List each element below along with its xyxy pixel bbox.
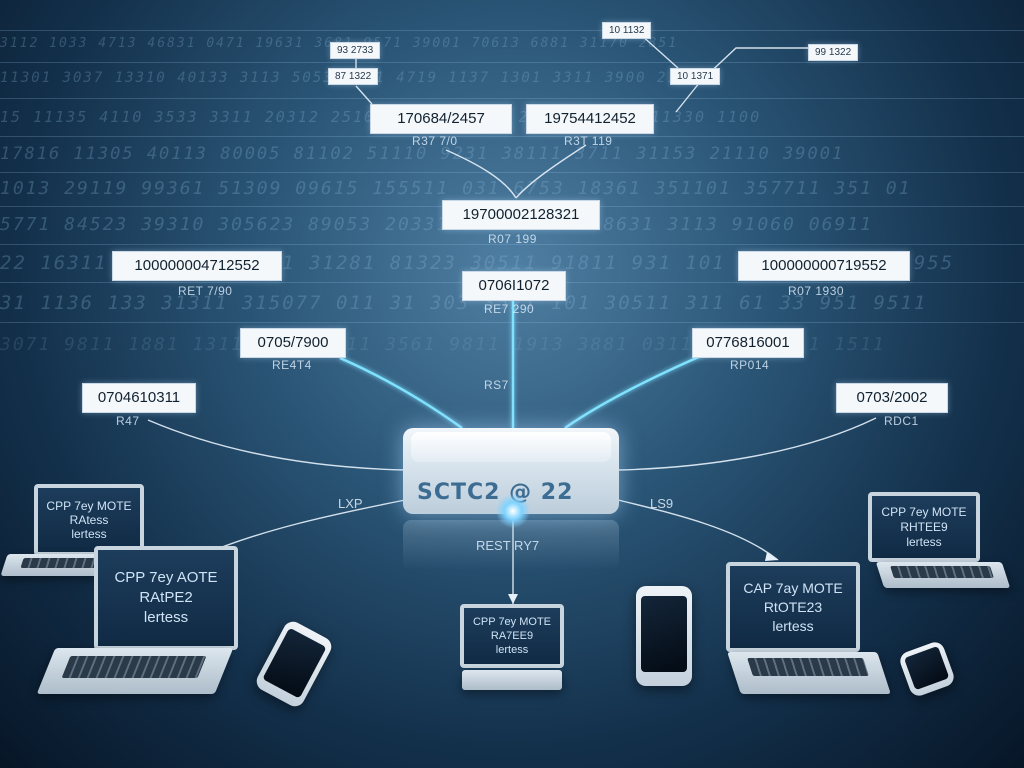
laptop-screen: CPP 7ey MOTE RHTEE9 lertess xyxy=(868,492,980,562)
screen-line-2: RA7EE9 xyxy=(490,630,534,642)
sub-center-top: R07 199 xyxy=(488,232,537,246)
laptop-screen: CPP 7ey MOTE RAtess lertess xyxy=(34,484,144,556)
laptop-keyboard xyxy=(890,566,994,578)
grid-line xyxy=(0,172,1024,173)
arrow-right-device xyxy=(765,552,778,561)
screen-line-1: CPP 7ey MOTE xyxy=(881,504,967,519)
screen-line-1: CPP 7ey AOTE xyxy=(114,569,218,586)
screen-line-2: RHTEE9 xyxy=(900,519,948,534)
laptop-base xyxy=(462,670,562,690)
link-top-left-small xyxy=(355,85,373,105)
screen-line-3: lertess xyxy=(772,617,814,634)
router-sub-label: REST RY7 xyxy=(476,538,540,553)
sub-center-mid: RE7 290 xyxy=(484,302,535,316)
sub-right-low: RDC1 xyxy=(884,414,919,428)
router-status-light xyxy=(496,494,530,528)
router-top-panel xyxy=(411,432,611,462)
label-right-mid: 0776816001 xyxy=(692,328,804,358)
link-left-low xyxy=(147,419,406,471)
router-label: SCTC2 @ 22 xyxy=(417,480,574,505)
sub-left-low: R47 xyxy=(116,414,140,428)
screen-line-2: RAtess xyxy=(69,513,109,527)
sub-right-top: R07 1930 xyxy=(788,284,845,298)
router-reflection xyxy=(403,520,619,570)
screen-line-3: lertess xyxy=(143,609,189,626)
label-top-small-5: 99 1322 xyxy=(808,44,859,61)
screen-line-2: RtOTE23 xyxy=(763,598,823,615)
link-left-mid-router xyxy=(339,356,463,429)
laptop-center: CPP 7ey MOTE RA7EE9 lertess xyxy=(460,604,566,696)
sub-left-mid: RE4T4 xyxy=(272,358,312,372)
label-center-top: 19700002128321 xyxy=(442,200,600,230)
label-left-top: 100000004712552 xyxy=(112,251,282,281)
laptop-left-back: CPP 7ey MOTE RAtess lertess xyxy=(0,484,148,594)
arrow-center-device xyxy=(508,594,518,604)
grid-line xyxy=(0,98,1024,99)
label-center-mid: 0706I1072 xyxy=(462,271,566,301)
link-right-low xyxy=(617,417,877,471)
label-top-small-1: 93 2733 xyxy=(330,42,381,59)
background-digits: 3071 9811 1881 1311 3511 2311 3561 9811 … xyxy=(0,334,886,355)
label-right-low: 0703/2002 xyxy=(836,383,948,413)
laptop-keyboard xyxy=(747,658,869,676)
label-top-small-2: 87 1322 xyxy=(328,68,379,85)
label-top-small-4: 10 1371 xyxy=(670,68,721,85)
screen-line-1: CPP 7ey MOTE xyxy=(472,616,552,628)
link-label-right: LS9 xyxy=(650,496,674,511)
link-top-right-down xyxy=(675,81,701,113)
screen-line-3: lertess xyxy=(906,534,942,549)
screen-line-2: RAtPE2 xyxy=(139,589,193,606)
label-mid-left-top: 170684/2457 xyxy=(370,104,512,134)
link-mid-right-center xyxy=(515,144,587,199)
grid-line xyxy=(0,136,1024,137)
laptop-right-front: CAP 7ay MOTE RtOTE23 lertess xyxy=(726,562,891,702)
network-router: SCTC2 @ 22 xyxy=(403,428,619,514)
label-right-top: 100000000719552 xyxy=(738,251,910,281)
sub-mid-right-top: R3T 119 xyxy=(564,134,613,148)
background-digits: 31 1136 133 31311 315077 011 31 303 3521… xyxy=(0,292,928,314)
smartphone-center xyxy=(636,586,692,686)
background-digits: 1013 29119 99361 51309 09615 155511 031 … xyxy=(0,178,912,199)
background-digits: 5771 84523 39310 305623 89053 20331 9010… xyxy=(0,214,873,235)
sub-mid-left-top: R37 7/0 xyxy=(412,134,458,148)
grid-line xyxy=(0,244,1024,245)
link-mid-left-center xyxy=(445,149,517,199)
screen-line-3: lertess xyxy=(495,644,529,656)
label-left-mid: 0705/7900 xyxy=(240,328,346,358)
laptop-screen: CPP 7ey MOTE RA7EE9 lertess xyxy=(460,604,564,668)
link-right-mid-router xyxy=(564,350,711,429)
phone-screen xyxy=(641,596,687,672)
screen-line-3: lertess xyxy=(71,527,107,541)
label-top-small-3: 10 1132 xyxy=(602,22,652,39)
background-digits: 17816 11305 40113 80005 81102 51110 9231… xyxy=(0,144,845,164)
sub-right-mid: RP014 xyxy=(730,358,770,372)
laptop-keyboard xyxy=(61,656,207,678)
label-mid-right-top: 19754412452 xyxy=(526,104,654,134)
phone-screen xyxy=(903,645,950,691)
laptop-screen: CPP 7ey AOTE RAtPE2 lertess xyxy=(94,546,238,650)
laptop-right-back: CPP 7ey MOTE RHTEE9 lertess xyxy=(866,492,1011,602)
laptop-left-front: CPP 7ey AOTE RAtPE2 lertess xyxy=(36,546,240,710)
link-label-left: LXP xyxy=(338,496,363,511)
label-left-low: 0704610311 xyxy=(82,383,196,413)
screen-line-1: CPP 7ey MOTE xyxy=(46,499,132,513)
sub-left-top: RET 7/90 xyxy=(178,284,233,298)
laptop-screen: CAP 7ay MOTE RtOTE23 lertess xyxy=(726,562,860,652)
screen-line-1: CAP 7ay MOTE xyxy=(743,579,843,596)
sub-center-link: RS7 xyxy=(484,378,509,392)
grid-line xyxy=(0,30,1024,31)
link-right-device xyxy=(617,499,779,561)
link-top-right-small xyxy=(639,33,679,69)
grid-line xyxy=(0,62,1024,63)
